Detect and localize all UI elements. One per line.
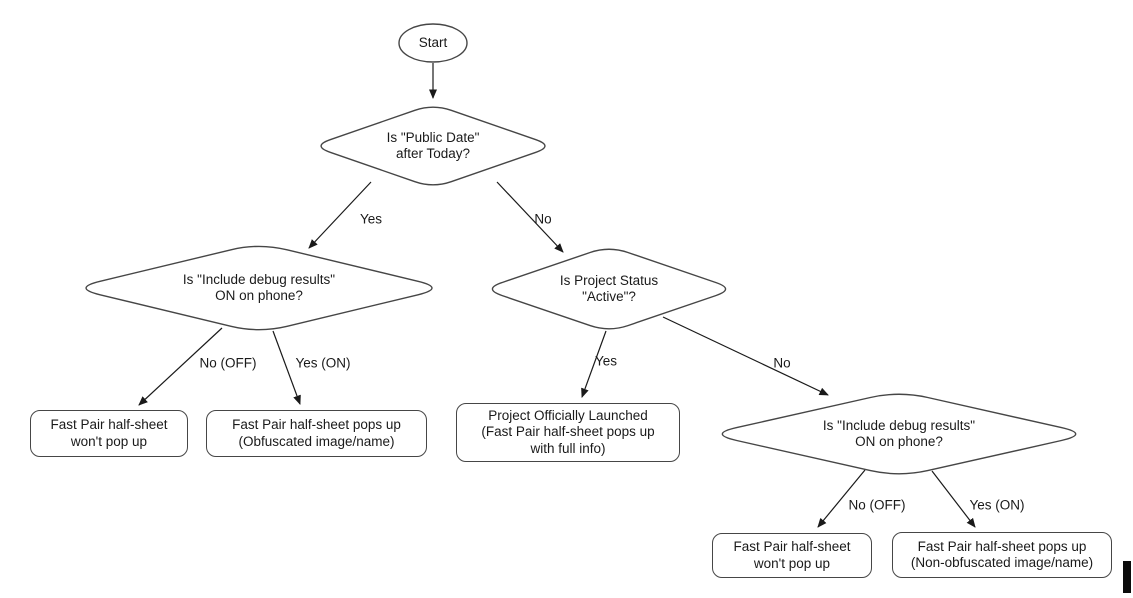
edge-label-no-project-status: No: [773, 355, 791, 371]
edge-label-no-public-date: No: [534, 211, 552, 227]
arrow-no-public-date: [496, 181, 564, 253]
result-box-wont-popup-left: Fast Pair half-sheet won't pop up: [30, 410, 188, 457]
result-wont-popup-left-label: Fast Pair half-sheet won't pop up: [50, 417, 168, 449]
result-obfuscated-label: Fast Pair half-sheet pops up (Obfuscated…: [232, 417, 401, 449]
decision-project-status-label: Is Project Status "Active"?: [559, 272, 659, 304]
result-box-obfuscated: Fast Pair half-sheet pops up (Obfuscated…: [206, 410, 427, 457]
edge-label-yes-on-right: Yes (ON): [969, 497, 1025, 513]
start-label: Start: [418, 34, 448, 50]
edge-label-yes-public-date: Yes: [359, 211, 383, 227]
decision-debug-left-label: Is "Include debug results" ON on phone?: [182, 271, 336, 303]
arrow-yes-on-left: [272, 330, 301, 405]
arrow-yes-on-right: [931, 470, 976, 528]
decision-debug-right-label: Is "Include debug results" ON on phone?: [822, 417, 976, 449]
decision-public-date-label: Is "Public Date" after Today?: [386, 129, 480, 161]
arrow-yes-public-date: [308, 181, 372, 249]
text-cursor-caret: [1123, 561, 1131, 593]
edge-label-no-off-left: No (OFF): [199, 355, 257, 371]
decision-diamond-project-status: [491, 248, 727, 330]
result-wont-popup-right-label: Fast Pair half-sheet won't pop up: [733, 539, 851, 571]
arrow-no-off-right: [817, 469, 866, 528]
edge-label-no-off-right: No (OFF): [848, 497, 906, 513]
edge-label-yes-on-left: Yes (ON): [295, 355, 351, 371]
arrow-no-project-status: [662, 316, 829, 396]
start-ellipse: [398, 23, 468, 63]
result-box-launched: Project Officially Launched (Fast Pair h…: [456, 403, 680, 462]
result-non-obfuscated-label: Fast Pair half-sheet pops up (Non-obfusc…: [910, 538, 1094, 570]
decision-diamond-debug-phone-left: [85, 245, 433, 331]
edge-label-yes-project-status: Yes: [594, 353, 618, 369]
arrow-yes-project-status: [581, 330, 607, 398]
decision-diamond-debug-phone-right: [721, 393, 1077, 475]
decision-diamond-public-date: [320, 106, 546, 186]
result-box-wont-popup-right: Fast Pair half-sheet won't pop up: [712, 533, 872, 578]
result-launched-label: Project Officially Launched (Fast Pair h…: [481, 408, 655, 456]
result-box-non-obfuscated: Fast Pair half-sheet pops up (Non-obfusc…: [892, 532, 1112, 578]
arrow-no-off-left: [138, 327, 223, 406]
